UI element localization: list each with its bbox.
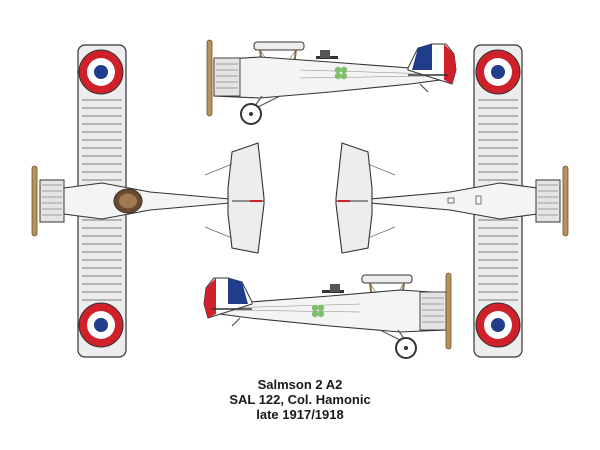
profile-left: [206, 39, 457, 125]
tailplane-under: [335, 142, 373, 254]
caption-unit: SAL 122, Col. Hamonic: [229, 392, 371, 407]
underside-view: [335, 44, 569, 358]
roundel-upper: [78, 49, 124, 95]
roundel-under-lower: [475, 302, 521, 348]
caption-model: Salmson 2 A2: [257, 377, 343, 392]
profile-right: [203, 272, 452, 359]
roundel-under-upper: [475, 49, 521, 95]
top-view: [31, 44, 265, 358]
tailplane-top: [227, 142, 265, 254]
propeller-side: [206, 39, 213, 117]
propeller-side-right: [445, 272, 452, 350]
fuselage-side-right: [219, 289, 447, 333]
propeller: [31, 165, 38, 237]
caption-block: Salmson 2 A2 SAL 122, Col. Hamonic late …: [0, 377, 600, 422]
roundel-lower: [78, 302, 124, 348]
caption-date: late 1917/1918: [256, 407, 344, 422]
propeller-under: [562, 165, 569, 237]
